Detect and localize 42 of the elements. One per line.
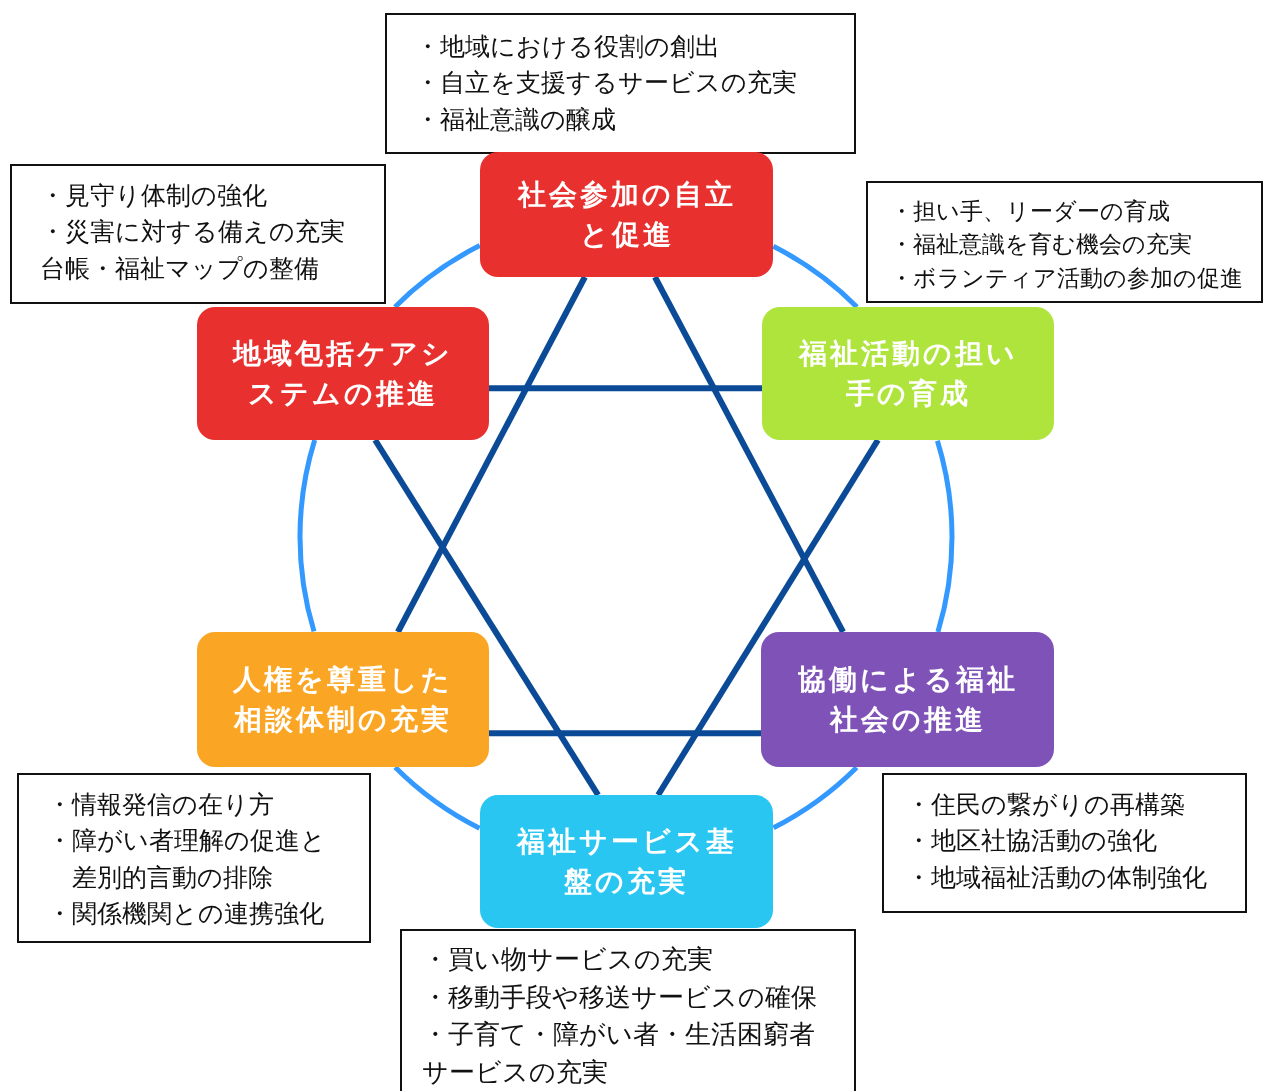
bullet-item: ・移動手段や移送サービスの確保 <box>422 980 818 1014</box>
ring-arc <box>772 765 859 830</box>
connector-line <box>395 275 588 634</box>
ring-arc <box>934 440 954 633</box>
bullet-item: ・情報発信の在り方 <box>47 789 275 821</box>
bullet-item: ・自立を支援するサービスの充実 <box>415 67 798 100</box>
bullet-item: ・災害に対する備えの充実 <box>40 216 346 249</box>
theme-box: 福祉サービス基盤の充実 <box>480 795 773 928</box>
ring-arc <box>298 439 318 632</box>
bullet-item: ・買い物サービスの充実 <box>422 943 714 976</box>
connector-line <box>489 730 761 737</box>
theme-box: 地域包括ケアシステムの推進 <box>197 307 489 440</box>
bullet-item: ・地域における役割の創出 <box>415 31 721 63</box>
bullet-item: ・福祉意識の醸成 <box>415 103 617 136</box>
ring-arc <box>393 243 481 309</box>
theme-box: 協働による福祉社会の推進 <box>761 632 1054 767</box>
note-box <box>866 181 1263 303</box>
bullet-item: ・担い手、リーダーの育成 <box>890 197 1171 226</box>
theme-box: 福祉活動の担い手の育成 <box>762 307 1054 440</box>
theme-box: 人権を尊重した相談体制の充実 <box>197 632 489 767</box>
connector-line <box>652 275 846 634</box>
bullet-item: ・地区社協活動の強化 <box>906 825 1158 858</box>
bullet-item: ・地域福祉活動の体制強化 <box>906 861 1208 894</box>
note-box <box>17 773 371 943</box>
ring-arc <box>393 765 481 831</box>
connector-line <box>655 438 881 797</box>
bullet-item: 台帳・福祉マップの整備 <box>40 252 320 285</box>
note-box <box>10 164 386 304</box>
bullet-item: ・子育て・障がい者・生活困窮者サービスの充実 <box>422 1018 816 1090</box>
bullet-item: ・ボランティア活動の参加の促進 <box>890 263 1244 293</box>
bullet-item: ・障がい者理解の促進と差別的言動の排除 <box>47 825 327 894</box>
connector-line <box>372 438 601 797</box>
note-box <box>385 13 856 154</box>
note-box <box>882 773 1247 913</box>
connector-line <box>489 385 762 392</box>
bullet-item: ・見守り体制の強化 <box>40 180 268 212</box>
note-box <box>400 929 856 1091</box>
theme-box: 社会参加の自立と促進 <box>480 152 773 277</box>
bullet-item: ・関係機関との連携強化 <box>47 897 325 930</box>
bullet-item: ・住民の繋がりの再構築 <box>906 789 1186 821</box>
ring-arc <box>772 244 859 309</box>
bullet-item: ・福祉意識を育む機会の充実 <box>890 230 1193 260</box>
